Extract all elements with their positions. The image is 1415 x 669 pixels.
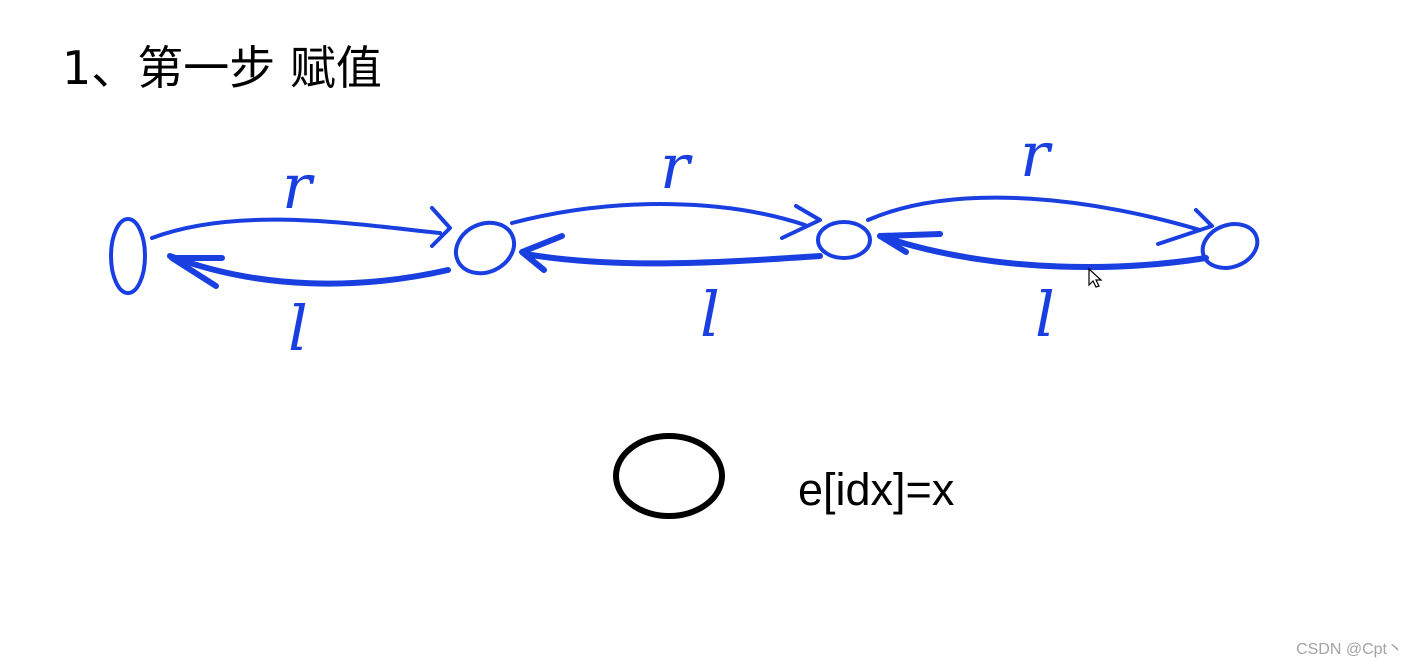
- watermark: CSDN @Cpt丶: [1296, 641, 1403, 658]
- right-label-3: r: [1020, 118, 1053, 191]
- right-pointer-2: [510, 202, 807, 227]
- right-pointer-2-arrowhead: [780, 204, 822, 240]
- left-pointer-2: [522, 251, 823, 267]
- list-node-4: [1200, 222, 1260, 270]
- left-pointer-1: [167, 253, 451, 287]
- page-title: 1、第一步 赋值: [62, 41, 382, 95]
- right-pointer-1-arrowhead: [430, 206, 452, 248]
- list-node-2: [453, 220, 517, 276]
- left-pointer-3: [877, 233, 1209, 270]
- assignment-label: e[idx]=x: [798, 464, 955, 515]
- list-node-1: [109, 217, 147, 295]
- new-node: [613, 433, 725, 519]
- right-pointer-3: [866, 195, 1202, 232]
- right-pointer-3-arrowhead: [1156, 208, 1214, 246]
- left-pointer-3-arrowhead: [877, 231, 943, 255]
- left-pointer-1-arrowhead: [169, 255, 225, 289]
- left-label-3: l: [1035, 278, 1055, 351]
- list-node-3: [816, 220, 872, 260]
- left-pointer-2-arrowhead: [519, 233, 565, 273]
- right-pointer-1: [150, 217, 442, 240]
- left-label-1: l: [288, 292, 308, 365]
- cursor-icon: [1088, 267, 1103, 288]
- right-label-1: r: [282, 150, 315, 223]
- left-label-2: l: [700, 278, 720, 351]
- right-label-2: r: [660, 130, 693, 203]
